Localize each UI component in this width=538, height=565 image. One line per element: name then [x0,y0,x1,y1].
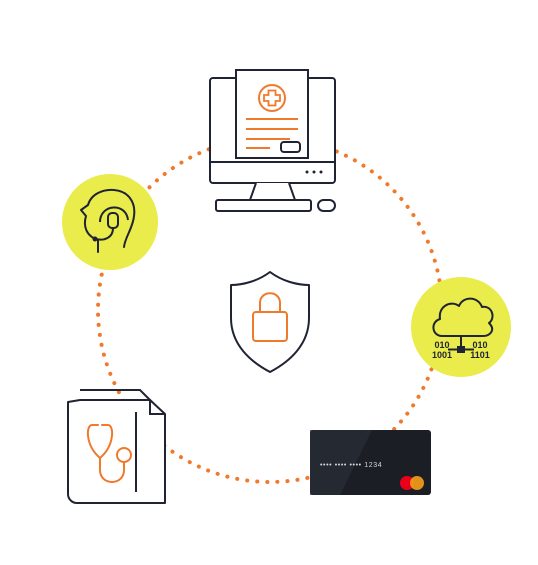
cloud-binary-icon: 010 1001 010 1101 [411,277,511,377]
headset-agent-icon [62,174,158,270]
svg-text:1101: 1101 [470,350,490,360]
shield-lock-icon [230,271,310,373]
monitor-medical-record-icon [209,69,336,212]
credit-card-icon: •••• •••• •••• 1234 [310,430,431,495]
svg-text:010: 010 [472,340,487,350]
mastercard-logo-icon [400,476,424,490]
svg-text:010: 010 [434,340,449,350]
svg-text:1001: 1001 [432,350,452,360]
stethoscope-folder-icon [67,389,166,504]
card-number: •••• •••• •••• 1234 [320,462,382,469]
